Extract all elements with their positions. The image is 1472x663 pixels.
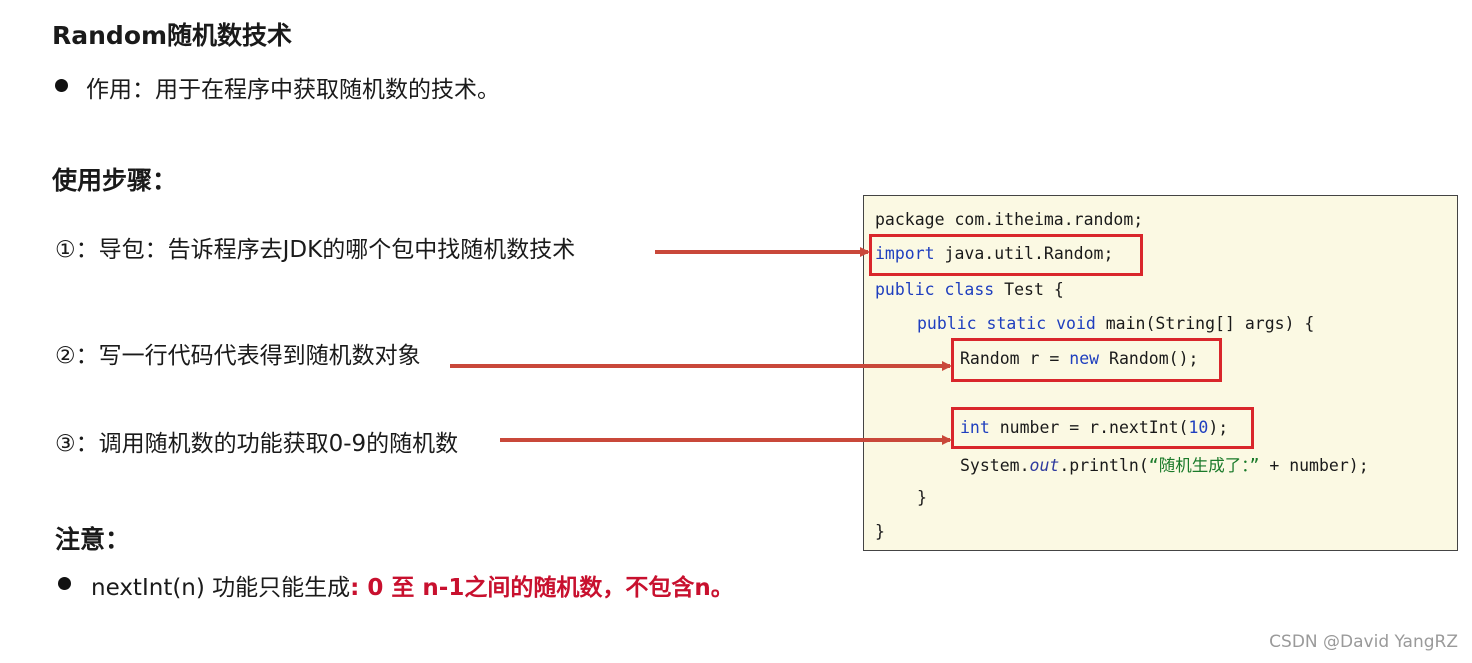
code-line-main: public static void main(String[] args) { bbox=[917, 314, 1314, 333]
step-2-text: ②：写一行代码代表得到随机数对象 bbox=[55, 343, 421, 369]
code-text: main(String[] args) { bbox=[1095, 314, 1315, 333]
bullet-dot bbox=[55, 79, 68, 92]
code-text: .println( bbox=[1059, 456, 1149, 475]
code-text: System. bbox=[960, 456, 1030, 475]
code-text: + number); bbox=[1259, 456, 1369, 475]
page-title: Random随机数技术 bbox=[52, 21, 293, 50]
step-1-text: ①：导包：告诉程序去JDK的哪个包中找随机数技术 bbox=[55, 237, 576, 263]
code-text: Random r = bbox=[960, 349, 1070, 368]
code-text: Random(); bbox=[1099, 349, 1199, 368]
code-line-close-outer: } bbox=[875, 522, 885, 541]
code-field: out bbox=[1029, 456, 1060, 475]
code-line-next-int: int number = r.nextInt(10); bbox=[960, 418, 1228, 437]
purpose-text: 作用：用于在程序中获取随机数的技术。 bbox=[86, 77, 500, 103]
bullet-dot bbox=[58, 577, 71, 590]
code-keyword: public class bbox=[875, 280, 995, 299]
highlight-box-import bbox=[869, 234, 1143, 276]
code-keyword: public static void bbox=[917, 314, 1096, 333]
note-red: : 0 至 n-1之间的随机数，不包含n。 bbox=[350, 575, 734, 601]
note-black: nextInt(n) 功能只能生成 bbox=[91, 575, 351, 601]
highlight-box-new-random bbox=[951, 338, 1222, 382]
code-line-class: public class Test { bbox=[875, 280, 1064, 299]
code-string: “随机生成了：” bbox=[1148, 456, 1260, 475]
code-keyword: import bbox=[875, 244, 935, 263]
code-panel: package com.itheima.random; import java.… bbox=[863, 195, 1458, 551]
highlight-box-next-int bbox=[951, 407, 1254, 449]
code-keyword: int bbox=[960, 418, 990, 437]
code-text: Test { bbox=[994, 280, 1064, 299]
steps-heading: 使用步骤： bbox=[52, 166, 178, 195]
code-line-println: System.out.println(“随机生成了：” + number); bbox=[960, 452, 1369, 476]
code-number: 10 bbox=[1188, 418, 1209, 437]
code-text: number = r.nextInt( bbox=[989, 418, 1189, 437]
step-3-text: ③：调用随机数的功能获取0-9的随机数 bbox=[55, 431, 459, 457]
code-line-package: package com.itheima.random; bbox=[875, 210, 1144, 229]
code-line-close-inner: } bbox=[917, 488, 927, 507]
code-text: java.util.Random; bbox=[934, 244, 1114, 263]
code-text: ); bbox=[1208, 418, 1229, 437]
code-keyword: new bbox=[1069, 349, 1100, 368]
code-line-new-random: Random r = new Random(); bbox=[960, 349, 1198, 368]
note-text: nextInt(n) 功能只能生成: 0 至 n-1之间的随机数，不包含n。 bbox=[91, 568, 734, 602]
code-line-import: import java.util.Random; bbox=[875, 244, 1113, 263]
note-heading: 注意： bbox=[55, 525, 131, 554]
watermark: CSDN @David YangRZ bbox=[1269, 632, 1458, 652]
